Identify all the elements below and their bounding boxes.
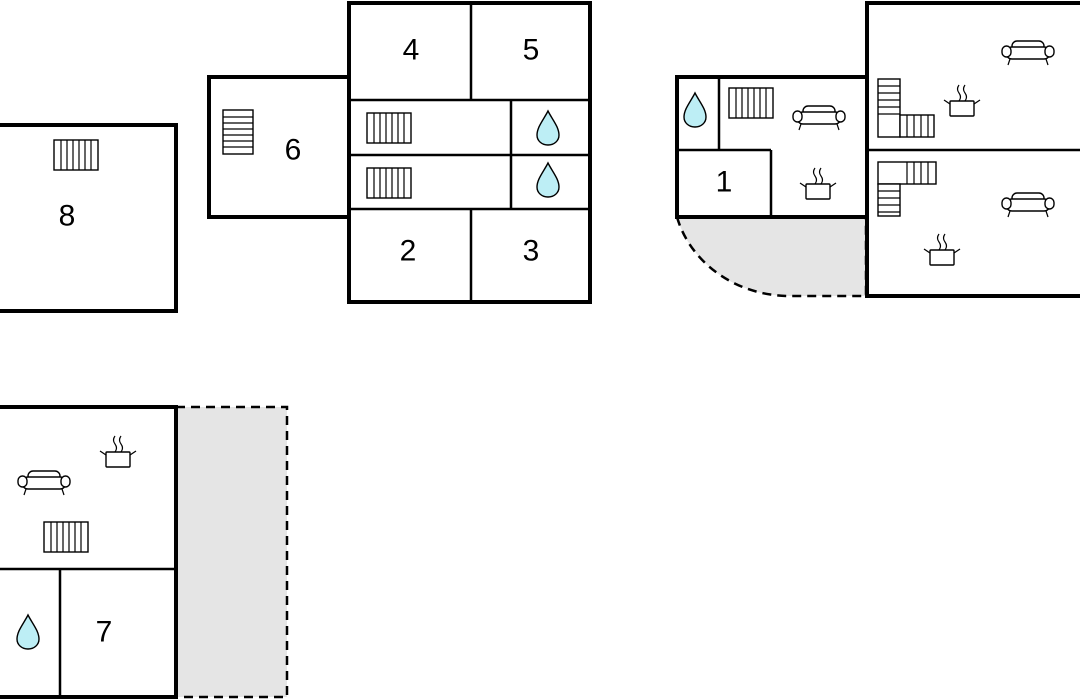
room-label-1: 1 xyxy=(716,166,733,199)
radiator-icon xyxy=(366,167,412,199)
room-label-6: 6 xyxy=(285,134,302,167)
water-drop-icon xyxy=(16,614,40,650)
room-label-8: 8 xyxy=(59,200,76,233)
stairs-icon xyxy=(222,109,254,155)
water-drop-icon xyxy=(536,110,560,146)
radiator-icon xyxy=(43,521,89,553)
radiator-icon xyxy=(728,87,774,119)
radiator-icon xyxy=(366,112,412,144)
stairs-icon xyxy=(877,161,937,217)
room-label-3: 3 xyxy=(523,235,540,268)
middle-building: 6 4 5 2 3 xyxy=(207,1,592,304)
cooking-pot-icon xyxy=(943,84,981,117)
cooking-pot-icon xyxy=(99,435,137,468)
water-drop-icon xyxy=(683,92,707,128)
terrace-area xyxy=(675,215,868,298)
room-label-7: 7 xyxy=(96,616,113,649)
radiator-icon xyxy=(53,139,99,171)
right-building: 1 xyxy=(675,1,1080,298)
terrace-area xyxy=(174,405,289,699)
stairs-icon xyxy=(877,78,935,138)
sofa-icon xyxy=(17,470,71,496)
sofa-icon xyxy=(1001,192,1055,218)
room-label-5: 5 xyxy=(523,34,540,67)
room-8-block: 8 xyxy=(0,123,178,313)
bottom-building: 7 xyxy=(0,405,289,699)
room-label-4: 4 xyxy=(403,34,420,67)
room-label-2: 2 xyxy=(400,235,417,268)
water-drop-icon xyxy=(536,162,560,198)
cooking-pot-icon xyxy=(923,233,961,266)
sofa-icon xyxy=(1001,40,1055,66)
cooking-pot-icon xyxy=(799,167,837,200)
sofa-icon xyxy=(792,105,846,131)
